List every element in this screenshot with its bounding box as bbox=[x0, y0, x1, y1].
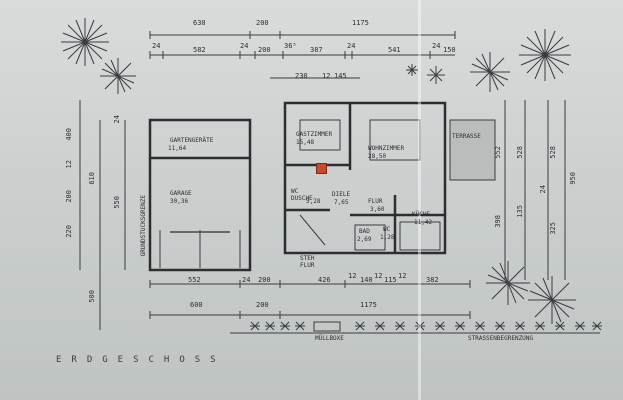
dim-right-6: 24 bbox=[539, 185, 547, 194]
room-flur: FLUR bbox=[368, 198, 383, 205]
dim-bot-1-9: 382 bbox=[426, 276, 439, 284]
label-muellboxe: MÜLLBOXE bbox=[315, 335, 344, 342]
dim-bot-1-6: 12 bbox=[374, 272, 383, 280]
dim-top-2-9: 150 bbox=[443, 46, 456, 54]
room-wohnzimmer-area: 28,50 bbox=[368, 153, 387, 160]
room-gartengeraete-area: 11,64 bbox=[168, 145, 187, 152]
dim-top-2-5: 387 bbox=[310, 46, 323, 54]
dim-left-0: 400 bbox=[65, 128, 73, 141]
dim-bot-1-5: 140 bbox=[360, 276, 373, 284]
room-gastzimmer-area: 15,48 bbox=[296, 139, 315, 146]
room-diele-area: 7,65 bbox=[334, 199, 349, 206]
dim-top-3-1: 12 bbox=[322, 72, 331, 80]
drawing-title: ERDGESCHOSS bbox=[56, 355, 226, 365]
room-wc-area: 1,28 bbox=[380, 234, 395, 241]
dim-top-2-6: 24 bbox=[347, 42, 356, 50]
room-bad-area: 2,69 bbox=[357, 236, 372, 243]
dim-left-3: 610 bbox=[88, 172, 96, 185]
dim-top-2-2: 24 bbox=[240, 42, 249, 50]
dim-top-1-2: 1175 bbox=[352, 19, 369, 27]
dim-top-3-0: 230 bbox=[295, 72, 308, 80]
dim-left-1: 12 bbox=[65, 160, 73, 169]
room-kueche-area: 11,42 bbox=[414, 219, 433, 226]
room-stehflur: STEH FLUR bbox=[300, 255, 315, 269]
dim-bot-1-7: 115 bbox=[384, 276, 397, 284]
dim-right-5: 135 bbox=[516, 205, 524, 218]
dim-top-2-3: 200 bbox=[258, 46, 271, 54]
dim-bot-1-0: 552 bbox=[188, 276, 201, 284]
dim-left-2: 200 bbox=[65, 190, 73, 203]
room-flur-area: 3,60 bbox=[370, 206, 385, 213]
label-strassenbegrenzung: STRASSENBEGRENZUNG bbox=[468, 335, 534, 342]
dim-right-7: 325 bbox=[549, 222, 557, 235]
dim-bot-1-1: 24 bbox=[242, 276, 251, 284]
dim-left-7: 500 bbox=[88, 290, 96, 303]
room-dusche: WC DUSCHE bbox=[291, 188, 313, 202]
dim-top-1-1: 200 bbox=[256, 19, 269, 27]
room-bad: BAD bbox=[359, 228, 370, 235]
room-wc: WC bbox=[383, 226, 391, 233]
dim-top-2-8: 24 bbox=[432, 42, 441, 50]
paper-fold bbox=[418, 0, 421, 400]
house-outline bbox=[283, 101, 447, 255]
dim-bot-1-3: 426 bbox=[318, 276, 331, 284]
room-garage: GARAGE bbox=[170, 190, 192, 197]
dim-top-2-4: 36⁵ bbox=[284, 42, 297, 50]
dim-right-3: 950 bbox=[569, 172, 577, 185]
dim-right-4: 398 bbox=[494, 215, 502, 228]
dim-top-3-2: 145 bbox=[334, 72, 347, 80]
dim-bot-1-4: 12 bbox=[348, 272, 357, 280]
room-dusche-area: 5,28 bbox=[306, 198, 321, 205]
dim-top-2-1: 582 bbox=[193, 46, 206, 54]
dim-top-1-0: 630 bbox=[193, 19, 206, 27]
dim-bot-1-8: 12 bbox=[398, 272, 407, 280]
room-gastzimmer: GASTZIMMER bbox=[296, 131, 333, 138]
room-kueche: KÜCHE bbox=[412, 211, 431, 218]
dim-bot-2-2: 1175 bbox=[360, 301, 377, 309]
dim-bot-2-1: 200 bbox=[256, 301, 269, 309]
hedge-row bbox=[250, 321, 602, 332]
dim-bot-2-0: 600 bbox=[190, 301, 203, 309]
room-garage-area: 30,36 bbox=[170, 198, 189, 205]
room-terrasse: TERRASSE bbox=[452, 133, 481, 140]
dim-left-4: 550 bbox=[113, 196, 121, 209]
dim-bot-1-2: 200 bbox=[258, 276, 271, 284]
dim-left-5: 220 bbox=[65, 225, 73, 238]
dim-top-2-7: 541 bbox=[388, 46, 401, 54]
room-gartengeraete: GARTENGERÄTE bbox=[170, 137, 214, 144]
room-diele: DIELE bbox=[332, 191, 351, 198]
garage-outline bbox=[148, 118, 252, 272]
dim-right-0: 552 bbox=[494, 146, 502, 159]
dim-top-2-0: 24 bbox=[152, 42, 161, 50]
dim-right-2: 528 bbox=[549, 146, 557, 159]
room-wohnzimmer: WOHNZIMMER bbox=[368, 145, 405, 152]
tree-symbols bbox=[61, 18, 576, 324]
property-boundary-label: GRUNDSTÜCKSGRENZE bbox=[140, 195, 147, 257]
chimney-marker bbox=[316, 163, 327, 174]
dim-right-1: 528 bbox=[516, 146, 524, 159]
dim-left-6: 24 bbox=[113, 115, 121, 124]
